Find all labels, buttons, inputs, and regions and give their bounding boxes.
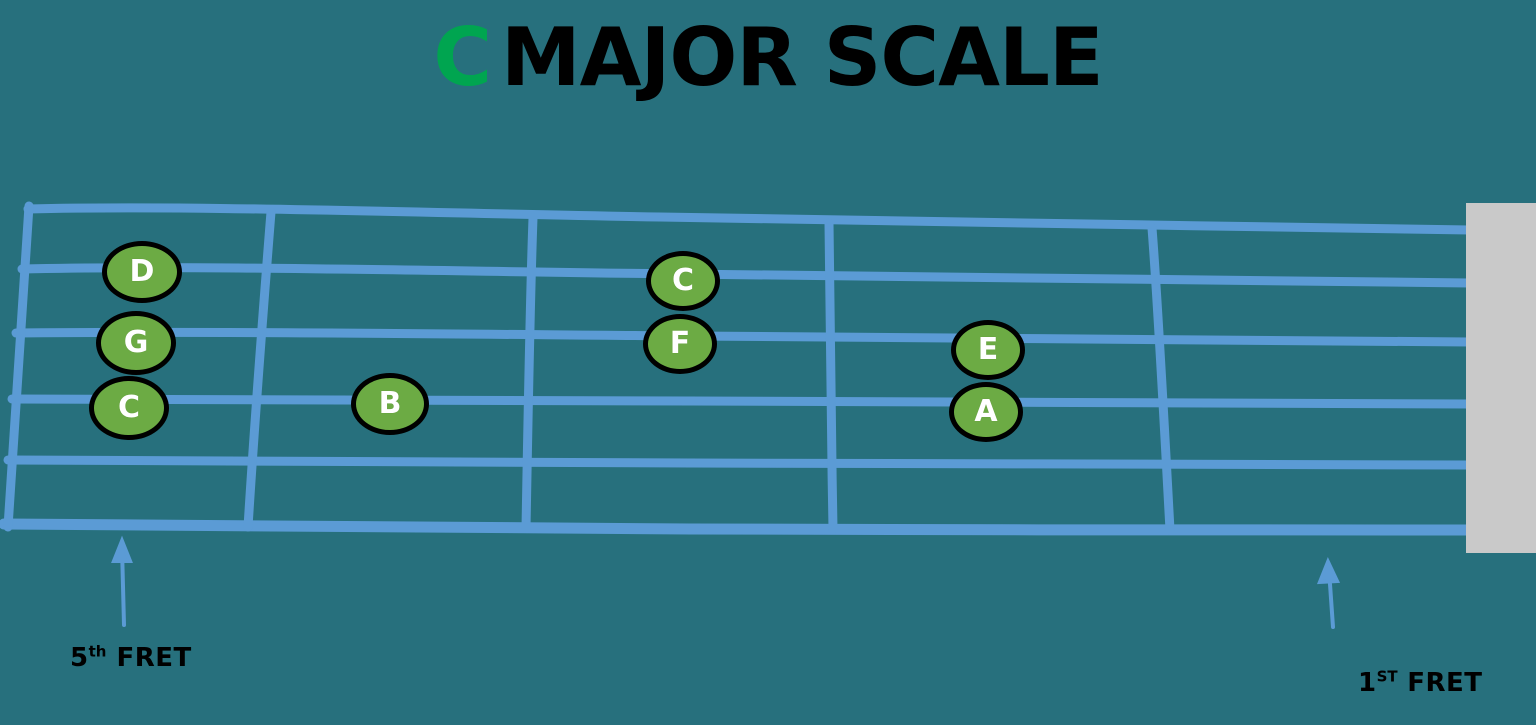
string-5-a <box>3 455 1475 470</box>
string-3-g <box>11 327 1475 347</box>
note-label: C <box>671 263 695 298</box>
fret-label-1st: 1ST FRET <box>1358 668 1482 698</box>
fret-word: FRET <box>1407 668 1483 698</box>
note-marker-g[interactable]: G <box>96 311 176 375</box>
string-2-b <box>17 263 1475 288</box>
note-marker-f[interactable]: F <box>643 314 717 374</box>
fret-ordinal: th <box>88 642 107 661</box>
note-label: C <box>117 390 141 425</box>
fret-wire-4th <box>243 207 276 532</box>
note-label: D <box>129 254 155 289</box>
fret-word: FRET <box>116 643 192 673</box>
note-marker-a[interactable]: A <box>949 382 1023 442</box>
arrow-head-1st-fret <box>1316 557 1341 585</box>
note-marker-b[interactable]: B <box>351 373 429 435</box>
fret-number: 1 <box>1358 668 1377 698</box>
note-label: G <box>123 325 149 360</box>
string-6-low-e <box>0 518 1476 536</box>
fret-number: 5 <box>70 643 89 673</box>
fret-label-5th: 5th FRET <box>70 643 192 673</box>
fret-wire-5th <box>3 201 34 532</box>
title-scale-text: MAJOR SCALE <box>501 11 1104 104</box>
note-label: B <box>378 386 402 421</box>
arrow-head-5th-fret <box>111 535 133 563</box>
note-marker-c-low[interactable]: C <box>89 376 169 440</box>
string-4-d <box>7 394 1475 409</box>
fret-word-space <box>1398 668 1408 698</box>
note-label: E <box>977 332 999 367</box>
note-marker-e[interactable]: E <box>951 320 1025 380</box>
note-marker-c-high[interactable]: C <box>646 251 720 311</box>
fret-wire-3rd <box>521 213 538 533</box>
note-label: F <box>669 326 691 361</box>
string-1-high-e <box>23 203 1475 235</box>
note-marker-d[interactable]: D <box>102 241 182 303</box>
title-root-note: C <box>433 11 492 104</box>
fret-wire-1st <box>1147 223 1175 535</box>
fret-callout-arrows <box>111 535 1341 629</box>
guitar-nut <box>1466 203 1536 553</box>
note-label: A <box>974 394 998 429</box>
fret-ordinal: ST <box>1376 667 1398 686</box>
fret-wire-2nd <box>824 218 838 534</box>
